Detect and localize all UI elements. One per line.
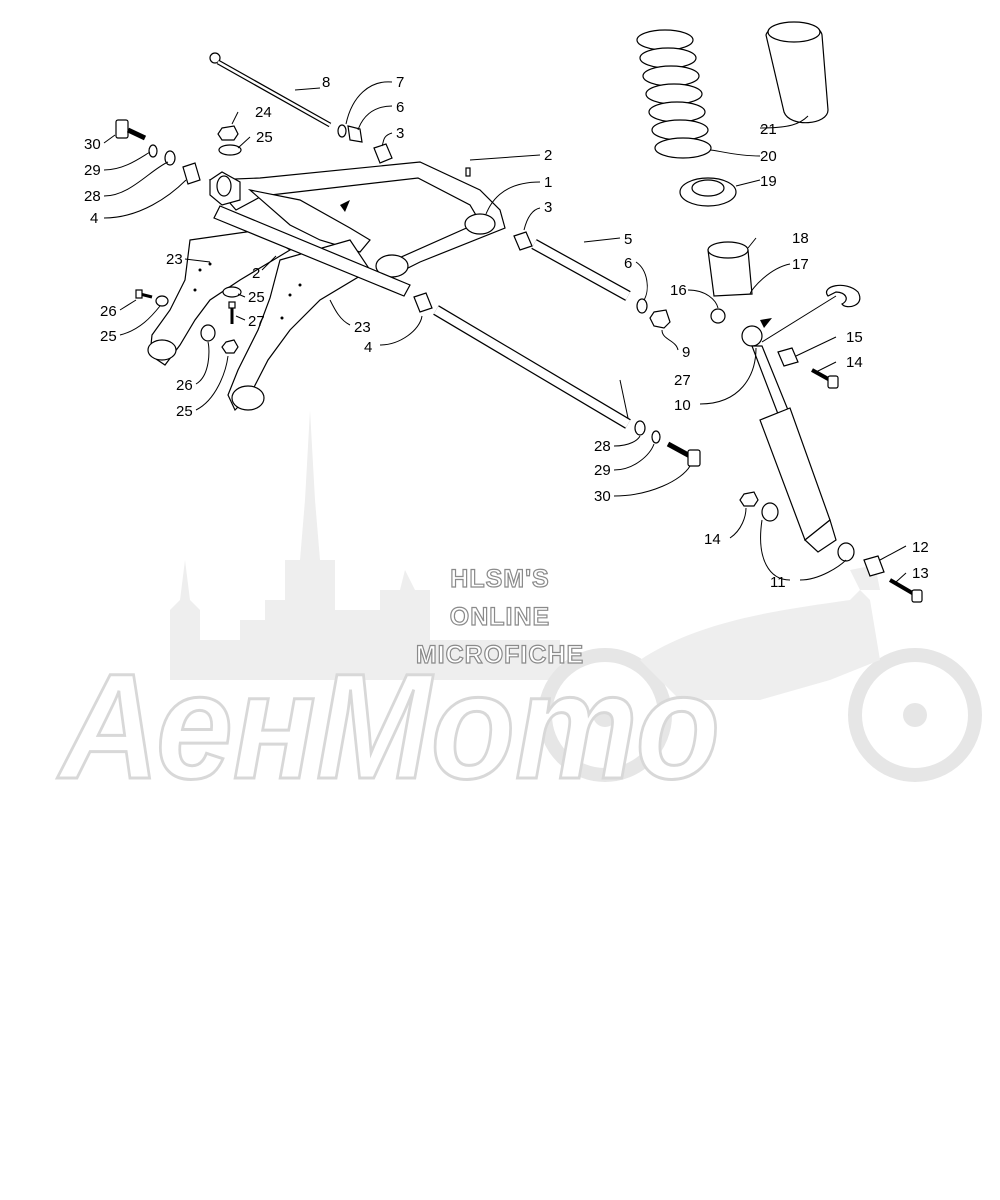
watermark-motorcycle-shape [538,565,982,782]
callout-2-top: 2 [544,147,552,164]
callout-7: 7 [396,74,404,91]
part-lower-nut [221,339,239,354]
part-lower-washer [200,324,216,342]
part-cross-tube [213,205,411,297]
watermark-skyline-shape [170,410,560,680]
callout-25-low: 26 [176,377,193,394]
part-shock-spacer [777,347,799,367]
part-lower-spacer [413,292,433,313]
callout-11: 11 [770,574,786,591]
callout-20: 19 [760,173,777,190]
callout-25-left: 25 [100,328,117,345]
part-shock-bushing-right [837,542,855,562]
callout-15: 14 [846,354,863,371]
part-right-shaft [531,239,631,301]
watermark-line2: ONLINE [450,603,550,631]
callout-21: 20 [760,148,777,165]
callout-5: 5 [624,231,632,248]
callout-26-mid: 27 [248,313,265,330]
callout-26-left: 26 [100,303,117,320]
callout-27: 27 [674,372,691,389]
part-washer [337,124,347,138]
part-mid-small-bolt [228,301,236,324]
part-shock-bolt-lower [888,578,923,603]
watermark-brand: АенМото [56,642,720,810]
part-left-small-bolt [135,289,153,299]
leader-lines [103,81,907,583]
callout-23-right: 23 [354,319,371,336]
watermark-line3: MICROFICHE [416,641,584,669]
part-right-nut [649,309,671,329]
part-left-trailing-arm [147,229,292,366]
part-spring [636,29,712,159]
part-left-lockwasher [148,144,158,158]
callout-9: 9 [682,344,690,361]
part-shock-bushing-left [761,502,779,522]
part-left-small-washer [155,295,169,307]
part-nut [347,125,363,143]
callout-30-left: 30 [84,136,101,153]
callout-25-mid: 25 [248,289,265,306]
callout-16: 15 [846,329,863,346]
part-bump-stop [707,241,753,297]
part-bushing-right [513,231,533,251]
callout-18: 17 [792,256,809,273]
part-left-washer [164,150,176,166]
callout-6-top: 6 [396,99,404,116]
callout-28-left: 28 [84,188,101,205]
part-shock-absorber [741,325,837,553]
callout-3-top: 3 [396,125,404,142]
part-mid-washer [222,286,242,298]
callout-2-low: 2 [252,265,260,282]
callout-19: 18 [792,230,809,247]
part-lower-shaft [433,305,631,429]
callout-4-left: 4 [90,210,98,227]
callout-8: 8 [322,74,330,91]
part-upper-arm [208,161,506,278]
callout-12: 12 [912,539,929,556]
callout-14: 14 [704,531,721,548]
callout-28-right: 28 [594,438,611,455]
callout-24-low: 25 [176,403,193,420]
callout-13: 13 [912,565,929,582]
callout-29-right: 29 [594,462,611,479]
part-spring-cover-top [767,21,821,43]
callout-23-left: 23 [166,251,183,268]
part-top-nut [217,125,239,141]
part-long-bolt [209,52,332,128]
arrow-indicator-left [340,200,350,212]
part-shock-washer [710,308,726,324]
callout-24-top: 24 [255,104,272,121]
watermark: АенМото HLSM'S ONLINE MICROFICHE [55,410,982,812]
watermark-line1: HLSM'S [450,565,549,593]
callout-25-top: 25 [256,129,273,146]
arrow-indicator-right [760,318,772,328]
part-shock-nut [739,491,759,507]
part-bushing [373,143,393,164]
part-left-bolt [115,119,147,141]
part-right-washer [634,420,646,436]
part-shock-sleeve [863,555,885,577]
callout-6-right: 6 [624,255,632,272]
callout-29-left: 29 [84,162,101,179]
part-right-nut-small [636,298,648,314]
callout-4-low: 4 [364,339,372,356]
callout-22: 21 [760,121,777,138]
callout-3-right: 3 [544,199,552,216]
parts [115,21,923,603]
callout-10: 10 [674,397,691,414]
part-left-spacer [182,162,201,185]
callout-1: 1 [544,174,552,191]
part-grease-fitting-top [465,167,471,177]
part-right-lockwasher [651,430,661,444]
part-top-washer [218,144,242,156]
part-right-bolt [666,441,701,467]
callout-30-right: 30 [594,488,611,505]
callout-17: 16 [670,282,687,299]
part-clip [825,284,861,308]
part-spring-seat [679,177,737,207]
callouts: 8 7 6 3 24 25 30 29 28 4 2 1 3 23 2 25 2… [84,74,929,591]
part-shock-bolt-upper [811,368,839,389]
